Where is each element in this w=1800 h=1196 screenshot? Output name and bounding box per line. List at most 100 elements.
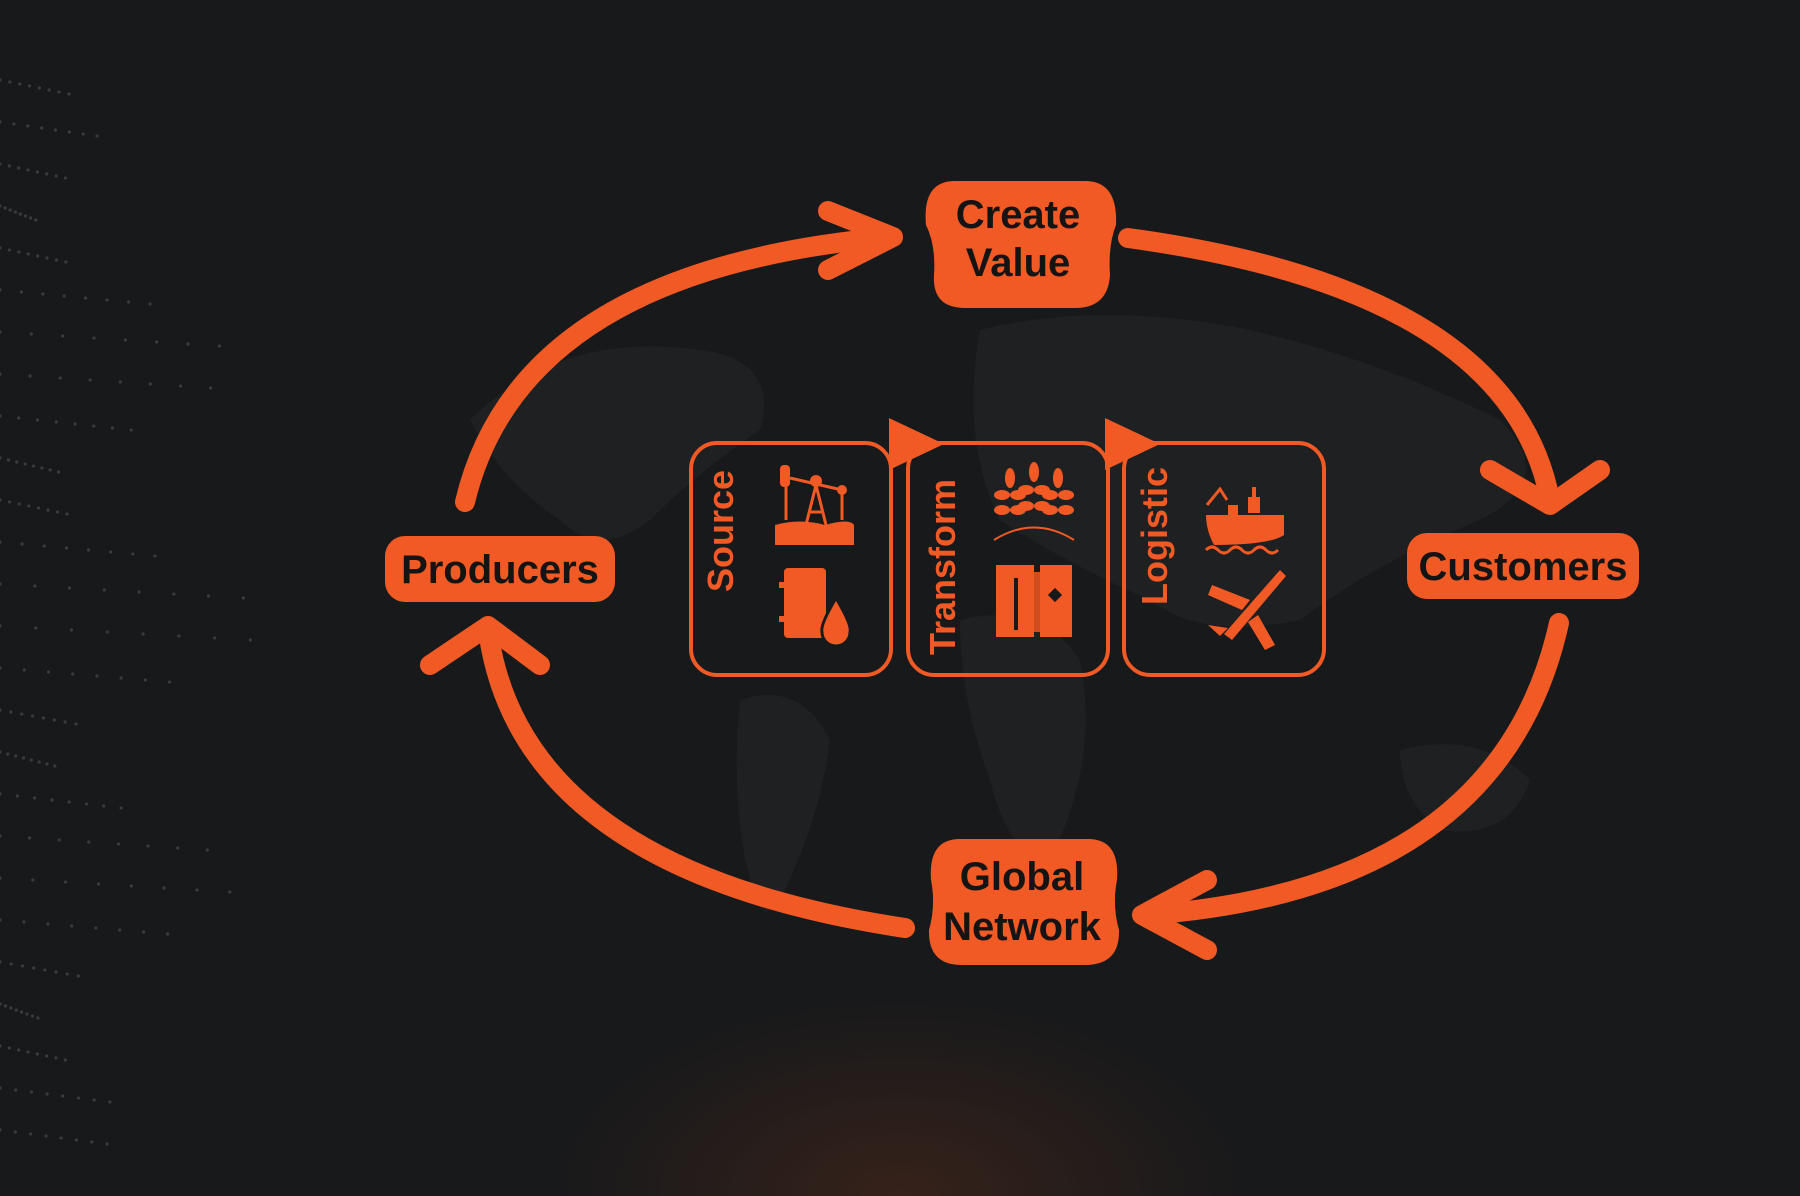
- decor-dot: [17, 502, 21, 506]
- decor-dot: [29, 216, 33, 220]
- decor-dot: [29, 1090, 33, 1094]
- arrow-create-value-to-customers: [1118, 228, 1560, 510]
- decor-dot: [36, 1016, 40, 1020]
- decor-dot: [45, 762, 49, 766]
- decor-dot: [69, 628, 74, 632]
- decor-dot: [22, 668, 26, 672]
- decor-dot: [6, 458, 10, 462]
- decor-dot: [162, 886, 166, 890]
- decor-dot: [14, 754, 18, 758]
- decor-dot: [14, 1008, 18, 1012]
- decor-dot: [42, 544, 46, 548]
- decor-dot: [27, 504, 31, 508]
- decor-dot: [13, 1130, 17, 1134]
- decor-dot: [59, 1136, 63, 1140]
- decor-dot: [26, 1050, 30, 1054]
- decor-dot: [15, 460, 19, 464]
- decor-dot: [48, 468, 52, 472]
- decor-dot: [64, 260, 68, 264]
- decor-dot: [109, 550, 113, 554]
- decor-dot: [205, 848, 209, 852]
- decor-dot: [67, 130, 71, 134]
- decor-dot: [57, 470, 61, 474]
- decor-dot: [45, 172, 49, 176]
- decor-dot: [105, 298, 109, 302]
- decor-dot: [46, 508, 50, 512]
- decor-dot: [36, 254, 40, 258]
- decor-dot: [92, 424, 96, 428]
- decor-dot: [88, 378, 92, 382]
- decor-dot: [62, 294, 66, 298]
- oil-barrel-icon: [779, 568, 852, 648]
- decor-dot: [141, 632, 145, 636]
- decor-dot: [41, 292, 45, 296]
- arrowhead-create-value: [818, 201, 903, 280]
- node-global-network-line2: Network: [943, 905, 1102, 949]
- decor-dot: [0, 1002, 2, 1006]
- decor-dot: [46, 922, 50, 926]
- decor-dot: [43, 968, 47, 972]
- decor-dot: [7, 164, 11, 168]
- decor-dot: [0, 456, 2, 460]
- decor-dot: [105, 630, 109, 634]
- decor-dot: [33, 584, 37, 588]
- decor-dot: [108, 1100, 112, 1104]
- decor-dot: [40, 466, 44, 470]
- decor-dot: [29, 332, 33, 336]
- decor-dot: [54, 1056, 58, 1060]
- decor-dot: [73, 422, 77, 426]
- decor-dot: [13, 210, 17, 214]
- decor-dot: [29, 758, 33, 762]
- decor-dot: [248, 638, 252, 642]
- decor-dot: [92, 336, 96, 340]
- stage-label-transform: Transform: [922, 479, 963, 655]
- decor-dot: [31, 464, 36, 468]
- decor-dot: [118, 380, 122, 384]
- decor-dot: [3, 1004, 7, 1008]
- decor-dot: [17, 416, 21, 420]
- decor-dot: [31, 966, 36, 970]
- decor-dot: [30, 714, 35, 718]
- decor-dot: [67, 800, 71, 804]
- dotted-sphere-decoration: [0, 78, 252, 1146]
- oil-pump-icon: [775, 465, 854, 545]
- decor-dot: [76, 974, 80, 978]
- decor-dot: [64, 880, 68, 884]
- decor-dot: [12, 122, 16, 126]
- decor-dot: [177, 634, 181, 638]
- decor-dot: [45, 1054, 49, 1058]
- arrowhead-global-network: [1132, 870, 1217, 960]
- decor-dot: [14, 1088, 18, 1092]
- decor-dot: [213, 636, 217, 640]
- decor-dot: [15, 794, 19, 798]
- decor-dot: [186, 342, 190, 346]
- background-glow: [550, 996, 1250, 1196]
- decor-dot: [61, 334, 65, 338]
- decor-dot: [65, 512, 69, 516]
- arrowhead-customers: [1480, 460, 1610, 515]
- decor-dot: [57, 838, 61, 842]
- decor-dot: [86, 548, 91, 552]
- arrow-global-network-to-producers: [478, 620, 915, 938]
- decor-dot: [116, 842, 120, 846]
- decor-dot: [118, 928, 122, 932]
- decor-dot: [20, 964, 24, 968]
- decor-dot: [0, 78, 2, 82]
- decor-dot: [74, 722, 78, 726]
- decor-dot: [209, 386, 213, 390]
- decor-dot: [54, 420, 58, 424]
- decor-dot: [34, 626, 38, 630]
- decor-dot: [57, 90, 61, 94]
- decor-dot: [0, 1128, 2, 1132]
- node-create-value-line1: Create: [956, 193, 1081, 237]
- decor-dot: [33, 796, 37, 800]
- node-create-value: Create Value: [925, 181, 1117, 308]
- decor-dot: [228, 890, 232, 894]
- stage-label-source: Source: [700, 470, 741, 592]
- decor-dot: [17, 1048, 21, 1052]
- decor-dot: [21, 756, 26, 760]
- decor-dot: [50, 798, 54, 802]
- decor-dot: [92, 1098, 96, 1102]
- decor-dot: [8, 80, 12, 84]
